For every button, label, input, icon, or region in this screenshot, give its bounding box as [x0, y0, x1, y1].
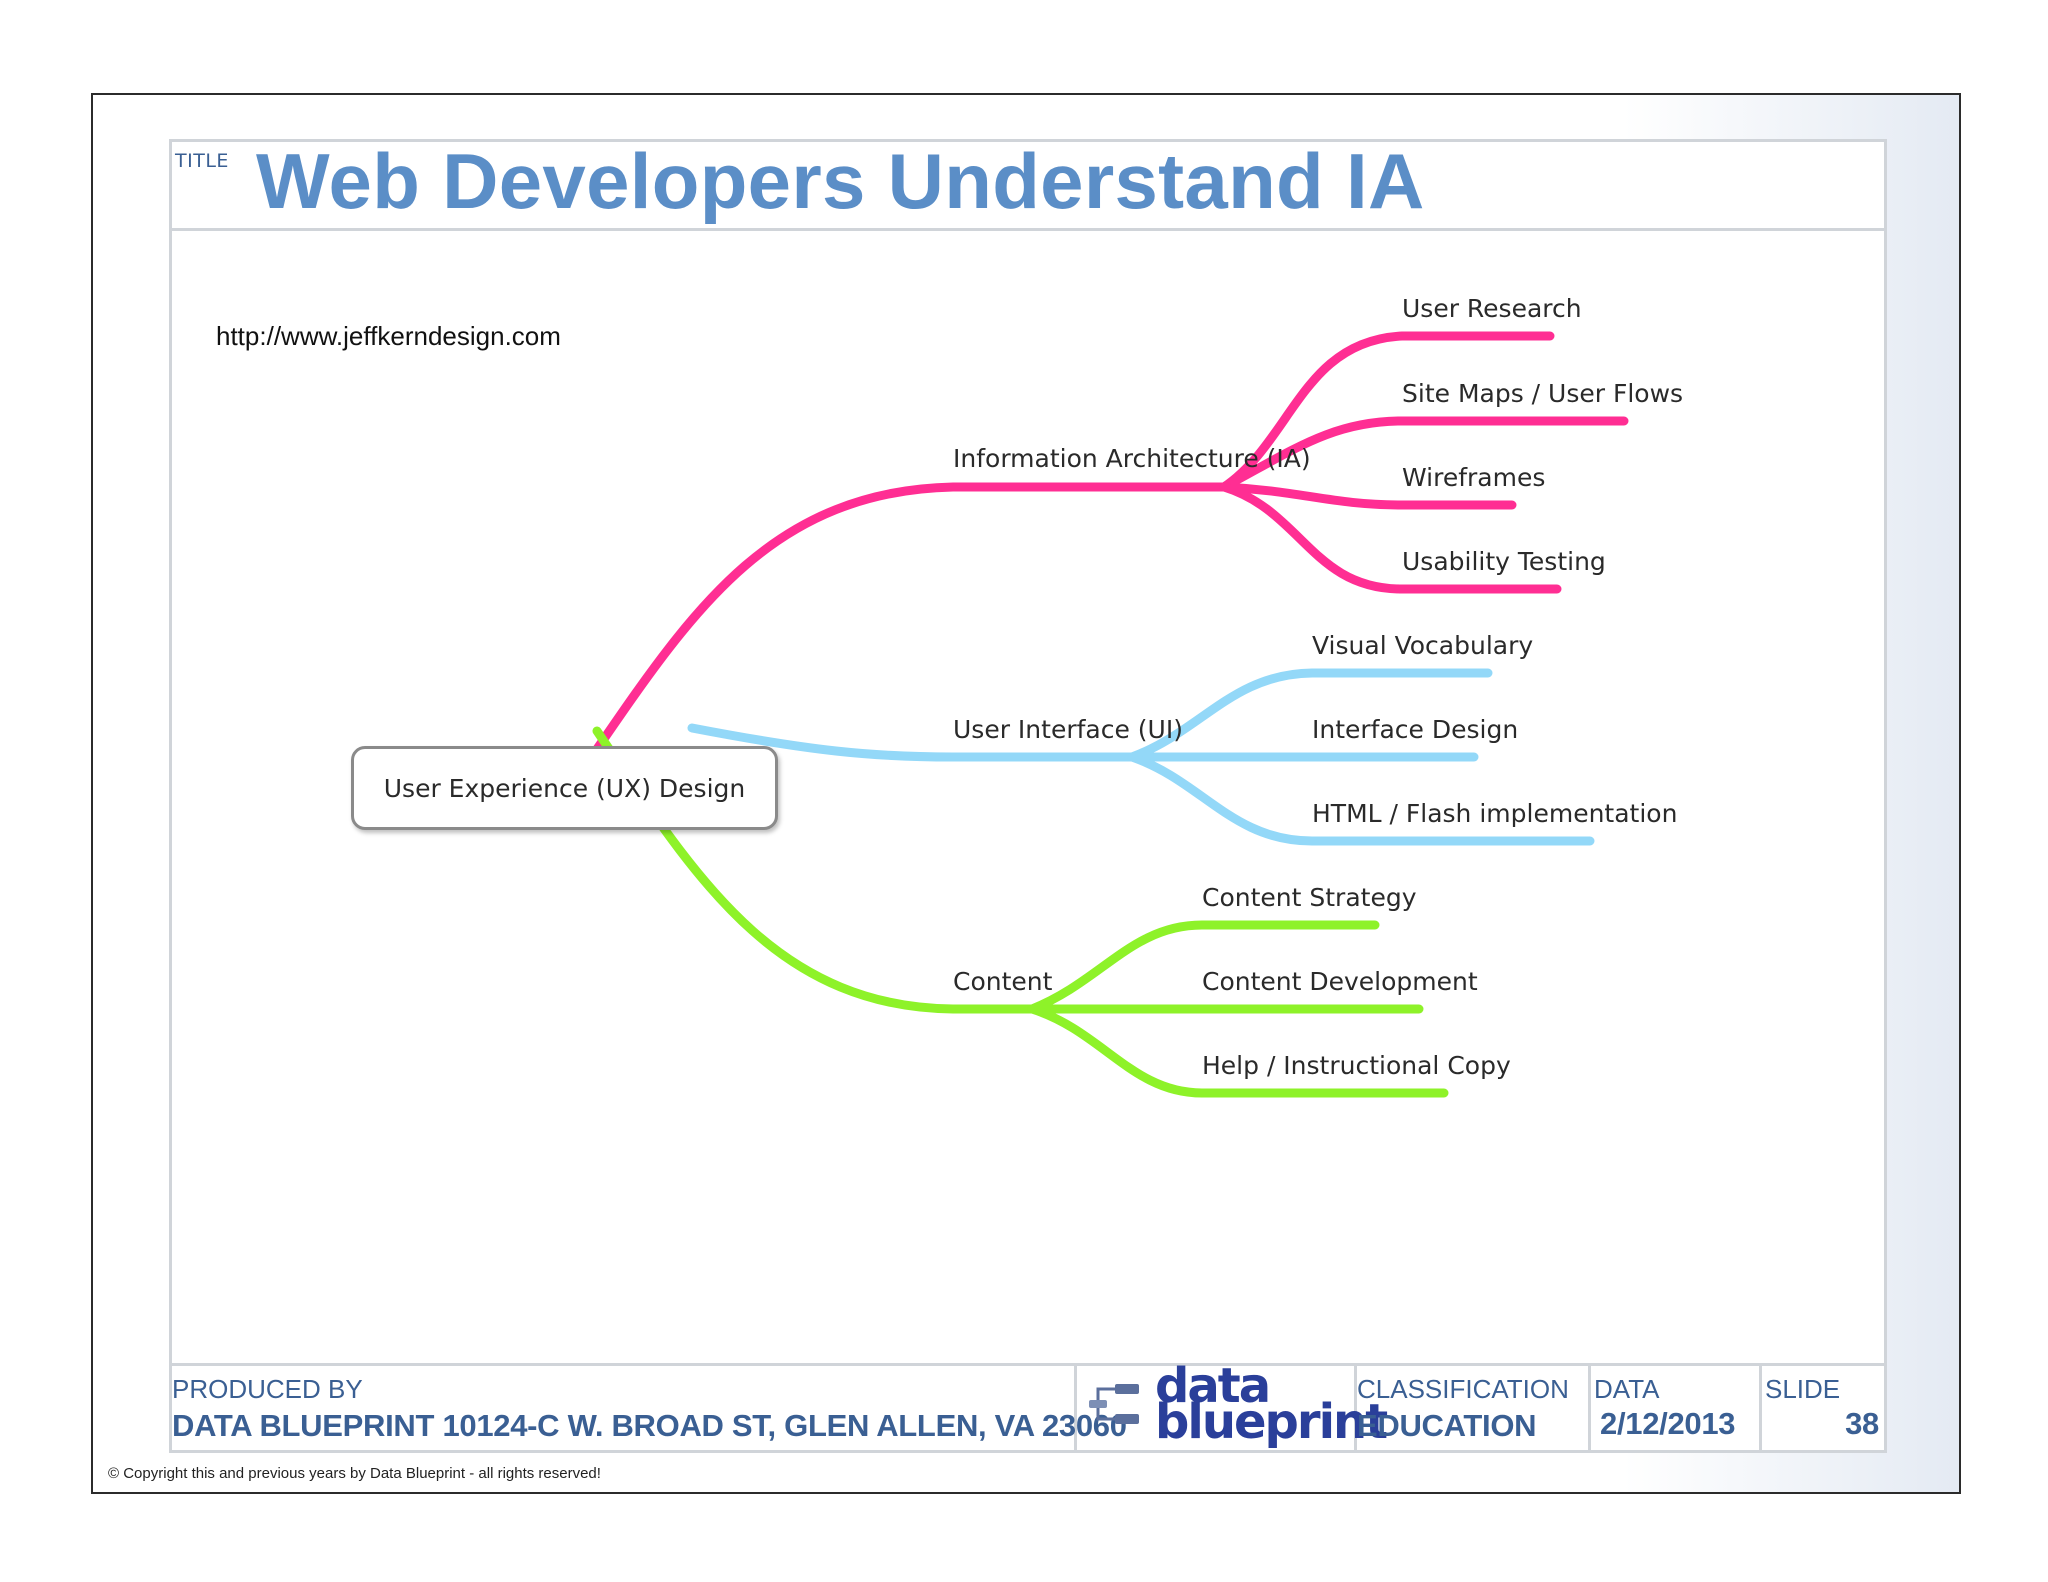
- leaf-help-instructional-copy: Help / Instructional Copy: [1202, 1051, 1511, 1080]
- slide: TITLE Web Developers Understand IA: [91, 93, 1961, 1494]
- connector-ui-html-flash: [1127, 752, 1595, 846]
- mind-map-area: http://www.jeffkerndesign.com User Exper…: [169, 231, 1887, 1363]
- connector-ia-user-research: [1219, 331, 1555, 492]
- slide-number: 38: [1845, 1406, 1879, 1441]
- produced-by-label: PRODUCED BY: [172, 1374, 363, 1404]
- connector-ia-usability: [1219, 482, 1562, 594]
- connector-content-strategy: [1027, 920, 1380, 1014]
- connector-content-help: [1027, 1004, 1449, 1098]
- leaf-content-development: Content Development: [1202, 967, 1478, 996]
- root-node-label: User Experience (UX) Design: [383, 773, 746, 803]
- leaf-html-flash: HTML / Flash implementation: [1312, 799, 1678, 828]
- connector-root-to-ui: [687, 723, 1137, 762]
- logo-wordmark-line2: blueprint: [1155, 1394, 1388, 1450]
- source-url[interactable]: http://www.jeffkerndesign.com: [216, 321, 561, 351]
- branch-label-ia: Information Architecture (IA): [953, 444, 1311, 473]
- branch-ia-lines: [592, 331, 1629, 754]
- produced-by-value: DATA BLUEPRINT 10124-C W. BROAD ST, GLEN…: [172, 1408, 1127, 1443]
- leaf-wireframes: Wireframes: [1402, 463, 1546, 492]
- leaf-site-maps-user-flows: Site Maps / User Flows: [1402, 379, 1684, 408]
- connector-ia-site-maps: [1219, 416, 1629, 492]
- leaf-content-strategy: Content Strategy: [1202, 883, 1417, 912]
- classification-label: CLASSIFICATION: [1357, 1374, 1569, 1404]
- branch-ui-lines: [687, 668, 1595, 846]
- classification-value: EDUCATION: [1357, 1408, 1537, 1443]
- leaf-usability-testing: Usability Testing: [1402, 547, 1606, 576]
- branch-label-ui: User Interface (UI): [953, 715, 1183, 744]
- footer-produced-by: PRODUCED BY DATA BLUEPRINT 10124-C W. BR…: [172, 1366, 1127, 1450]
- footer-classification: CLASSIFICATION EDUCATION: [1357, 1366, 1591, 1450]
- leaf-user-research: User Research: [1402, 294, 1582, 323]
- date-label: DATA: [1594, 1374, 1660, 1404]
- leaf-interface-design: Interface Design: [1312, 715, 1519, 744]
- footer-date: DATA 2/12/2013: [1591, 1366, 1762, 1450]
- branch-label-content: Content: [953, 967, 1053, 996]
- date-value: 2/12/2013: [1600, 1406, 1736, 1441]
- connector-ia-wireframes: [1219, 482, 1517, 510]
- connector-root-to-ia: [592, 482, 1229, 754]
- title-tag: TITLE: [175, 150, 229, 172]
- connector-ui-visual-vocabulary: [1127, 668, 1493, 762]
- footer-slide: SLIDE 38: [1762, 1366, 1887, 1450]
- slide-label: SLIDE: [1765, 1374, 1841, 1404]
- title-bar: TITLE Web Developers Understand IA: [169, 137, 1887, 231]
- database-logo-icon: [1089, 1384, 1139, 1424]
- footer-logo: data blueprint: [1077, 1358, 1388, 1450]
- logo-wordmark-line1: data: [1155, 1358, 1271, 1414]
- copyright-notice: © Copyright this and previous years by D…: [108, 1465, 601, 1482]
- root-node: User Experience (UX) Design: [351, 746, 778, 830]
- slide-title: Web Developers Understand IA: [256, 137, 1425, 225]
- slide-footer: PRODUCED BY DATA BLUEPRINT 10124-C W. BR…: [169, 1358, 1887, 1453]
- leaf-visual-vocabulary: Visual Vocabulary: [1312, 631, 1534, 660]
- mind-map-connectors: [592, 331, 1629, 1098]
